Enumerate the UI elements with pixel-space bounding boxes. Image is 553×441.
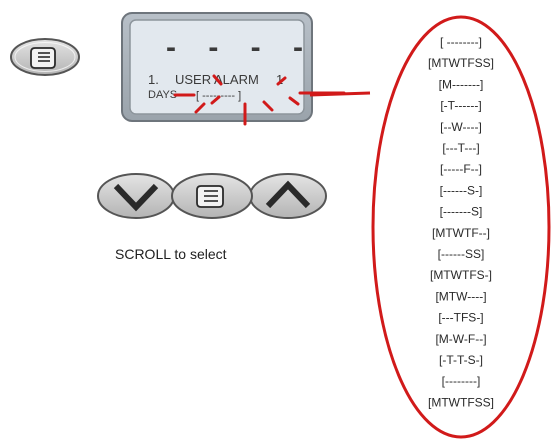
lcd-line1-number: 1. (148, 72, 159, 87)
select-button[interactable] (171, 173, 253, 219)
chevron-down-icon (113, 183, 159, 212)
scroll-icon (30, 47, 56, 69)
scroll-icon (196, 185, 224, 208)
options-outline (371, 15, 551, 439)
day-option[interactable]: [M-W-F--] (435, 332, 486, 346)
up-button[interactable] (249, 173, 327, 219)
day-option[interactable]: [MTW----] (435, 289, 486, 303)
day-option[interactable]: [MTWTFS-] (430, 268, 492, 282)
day-option[interactable]: [-----F--] (440, 162, 482, 176)
chevron-up-icon (265, 180, 311, 209)
lcd-line1-value: 1 (276, 72, 283, 87)
lcd-display: - - - - 1. USER ALARM 1 DAYS [ ---------… (121, 12, 315, 122)
scroll-buttons (97, 173, 327, 219)
day-option[interactable]: [M-------] (439, 77, 484, 91)
day-option[interactable]: [MTWTF--] (432, 226, 490, 240)
day-option[interactable]: [---T---] (442, 141, 479, 155)
connector-line (309, 91, 371, 97)
day-option[interactable]: [------S-] (440, 183, 483, 197)
lcd-line2-label: DAYS (148, 89, 177, 101)
day-option[interactable]: [-T-T-S-] (439, 353, 483, 367)
day-options-list: [ --------] [MTWTFSS] [M-------] [-T------]… (428, 35, 494, 409)
lcd-dashes: - - - - (166, 31, 315, 64)
day-option[interactable]: [MTWTFSS] (428, 56, 494, 70)
day-option[interactable]: [------SS] (438, 247, 485, 261)
scroll-caption: SCROLL to select (115, 246, 227, 262)
day-option[interactable]: [---TFS-] (438, 311, 483, 325)
flash-indicator (173, 74, 346, 126)
menu-button[interactable] (10, 38, 80, 76)
day-option[interactable]: [MTWTFSS] (428, 395, 494, 409)
day-option[interactable]: [-------S] (440, 205, 483, 219)
down-button[interactable] (97, 173, 175, 219)
day-option[interactable]: [--W----] (440, 120, 482, 134)
day-option[interactable]: [--------] (442, 374, 481, 388)
day-option[interactable]: [-T------] (440, 99, 481, 113)
day-option[interactable]: [ --------] (440, 35, 482, 49)
